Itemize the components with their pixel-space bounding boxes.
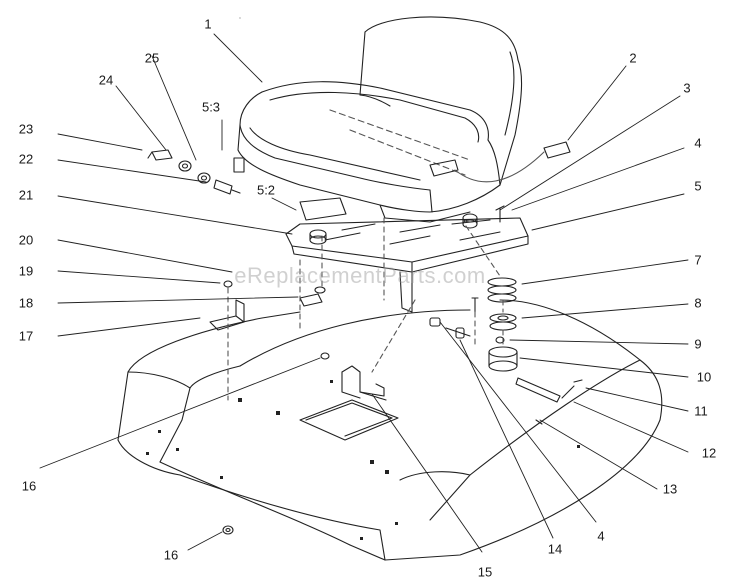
callout-10: 10 [696, 369, 712, 385]
callout-1: 1 [204, 16, 212, 32]
callout-21: 21 [18, 187, 34, 203]
callout-16-left: 16 [21, 478, 37, 494]
callout-5-3: 5:3 [201, 99, 221, 115]
left-bracket [209, 280, 330, 535]
callout-3: 3 [683, 80, 691, 96]
callout-4-bottom: 4 [597, 528, 605, 544]
callout-8: 8 [694, 295, 702, 311]
leader-lines [39, 17, 689, 553]
callout-25: 25 [144, 50, 160, 66]
callout-11: 11 [694, 403, 708, 419]
callout-7: 7 [694, 252, 702, 268]
callout-20: 20 [18, 232, 34, 248]
callout-14: 14 [547, 541, 563, 557]
assembly-lines [227, 217, 504, 401]
callout-16-bottom: 16 [163, 547, 179, 563]
callout-2: 2 [629, 50, 637, 66]
callout-19: 19 [18, 263, 34, 279]
right-hardware [471, 205, 583, 425]
callout-15: 15 [477, 564, 493, 580]
callout-5-2: 5:2 [256, 182, 276, 198]
callout-23: 23 [18, 121, 34, 137]
deck-holes [146, 380, 580, 540]
callout-22: 22 [18, 151, 34, 167]
callout-5: 5 [694, 178, 702, 194]
bracket [341, 365, 387, 401]
callout-4-top: 4 [694, 135, 702, 151]
callout-9: 9 [694, 336, 702, 352]
switch-parts [147, 149, 245, 195]
fender-body [117, 299, 663, 561]
callout-24: 24 [98, 72, 114, 88]
watermark: eReplacementParts.com [234, 263, 486, 288]
seat [237, 16, 523, 223]
spacers [429, 317, 471, 339]
callout-12: 12 [701, 445, 717, 461]
callout-13: 13 [662, 481, 678, 497]
callout-17: 17 [18, 328, 34, 344]
callout-18: 18 [18, 295, 34, 311]
